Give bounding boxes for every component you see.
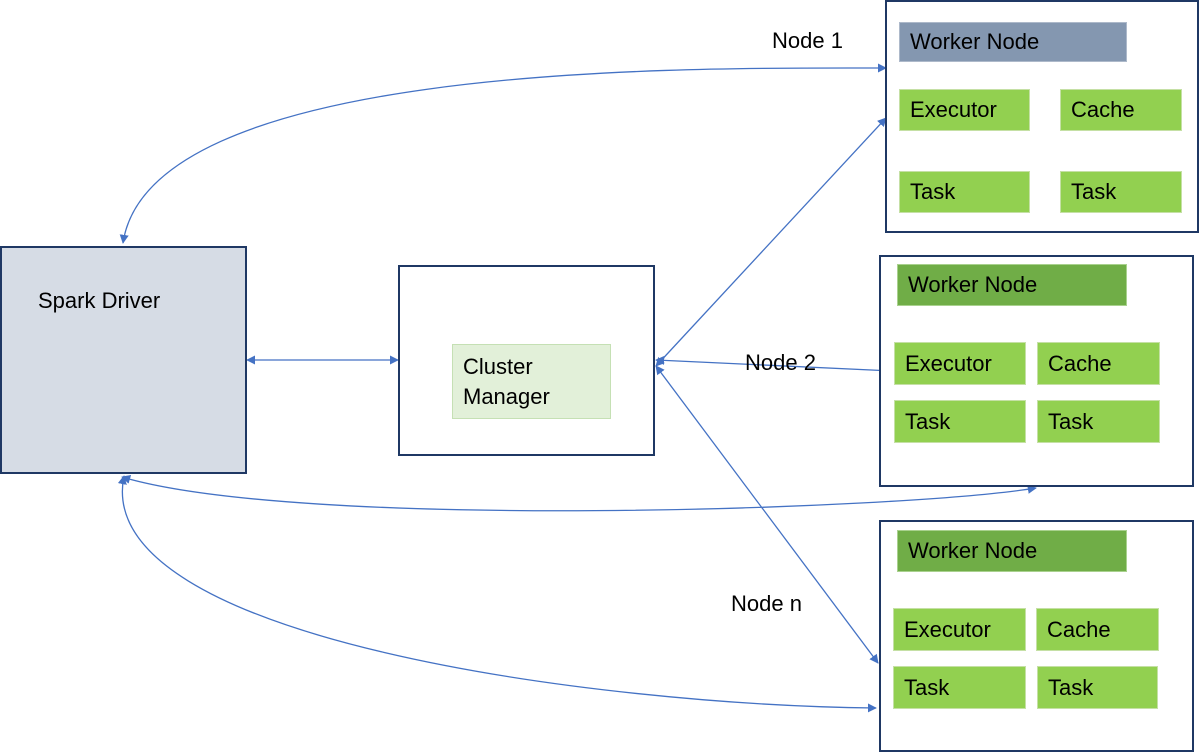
worker-node-n-task-1: Task bbox=[893, 666, 1026, 709]
cluster-manager-line2: Manager bbox=[463, 384, 550, 409]
cluster-manager-label: Cluster Manager bbox=[452, 344, 611, 419]
worker-node-1-cache: Cache bbox=[1060, 89, 1182, 131]
worker-node-2-task-2: Task bbox=[1037, 400, 1160, 443]
worker-node-1-executor: Executor bbox=[899, 89, 1030, 131]
spark-driver-box: Spark Driver bbox=[0, 246, 247, 474]
worker-node-2-header: Worker Node bbox=[897, 264, 1127, 306]
worker-node-1-task-2: Task bbox=[1060, 171, 1182, 213]
worker-node-n-executor: Executor bbox=[893, 608, 1026, 651]
spark-driver-label: Spark Driver bbox=[38, 288, 161, 313]
worker-node-2-executor: Executor bbox=[894, 342, 1026, 385]
worker-node-1-header: Worker Node bbox=[899, 22, 1127, 62]
worker-node-2-cache: Cache bbox=[1037, 342, 1160, 385]
worker-node-n-task-2: Task bbox=[1037, 666, 1158, 709]
arrow-cm-node1 bbox=[655, 117, 887, 367]
worker-node-2-task-1: Task bbox=[894, 400, 1026, 443]
arrow-driver-node1 bbox=[119, 63, 887, 244]
worker-node-2: Worker Node Executor Cache Task Task bbox=[879, 255, 1194, 487]
arrow-driver-noden bbox=[117, 475, 877, 713]
cluster-manager-line1: Cluster bbox=[463, 354, 533, 379]
worker-node-1: Worker Node Executor Cache Task Task bbox=[885, 0, 1199, 233]
worker-node-n-cache: Cache bbox=[1036, 608, 1159, 651]
cluster-manager-box: Cluster Manager bbox=[398, 265, 655, 456]
worker-node-n-header: Worker Node bbox=[897, 530, 1127, 572]
worker-node-n: Worker Node Executor Cache Task Task bbox=[879, 520, 1194, 752]
arrow-cm-noden bbox=[655, 365, 879, 664]
node-1-label: Node 1 bbox=[772, 28, 843, 53]
worker-node-1-task-1: Task bbox=[899, 171, 1030, 213]
node-n-label: Node n bbox=[731, 591, 802, 616]
node-2-label: Node 2 bbox=[745, 350, 816, 375]
